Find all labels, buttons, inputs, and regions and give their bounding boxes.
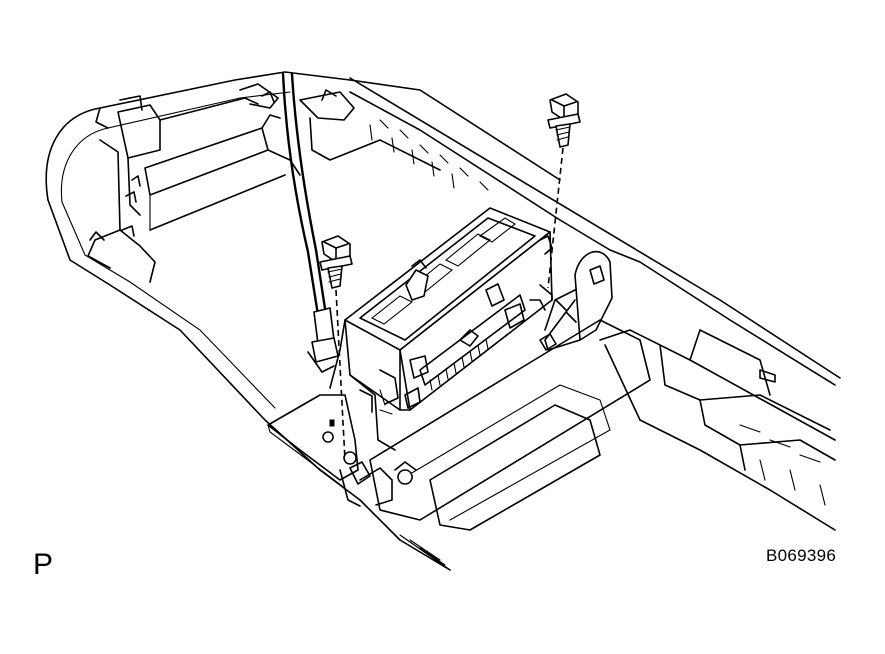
floor-plate xyxy=(267,389,393,487)
view-label: P xyxy=(33,548,54,581)
figure-code: B069396 xyxy=(766,546,837,565)
bolt-left xyxy=(319,235,353,461)
console-outer-shell xyxy=(45,71,561,571)
lower-tray xyxy=(339,319,651,571)
shift-lever-assembly xyxy=(329,207,553,451)
right-floor-panel xyxy=(599,249,836,531)
bolt-right xyxy=(547,93,581,289)
shift-bracket xyxy=(539,250,613,351)
shift-cable xyxy=(281,72,339,373)
console-right-rail xyxy=(299,77,841,379)
upper-left-compartment xyxy=(117,83,301,237)
